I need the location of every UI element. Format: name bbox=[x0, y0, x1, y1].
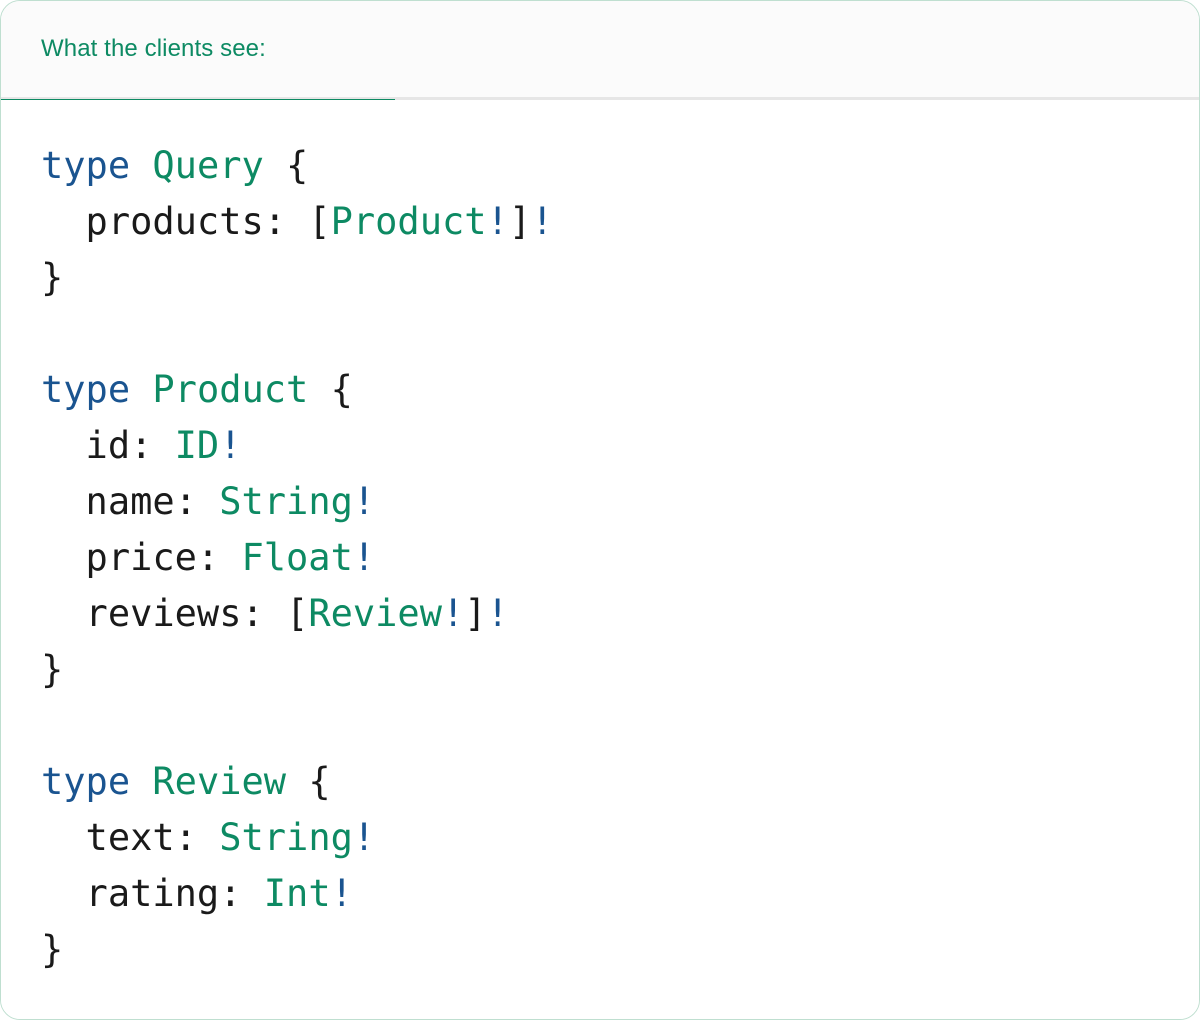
code-token: ! bbox=[352, 480, 376, 523]
code-token: type bbox=[41, 760, 131, 803]
code-token: { bbox=[308, 368, 353, 411]
code-token: products: [ bbox=[41, 200, 331, 243]
code-token: ! bbox=[330, 872, 353, 915]
tab-what-the-clients-see[interactable]: What the clients see: bbox=[1, 1, 395, 102]
code-token: ! bbox=[486, 592, 509, 635]
graphql-schema-code: type Query { products: [Product!]! } typ… bbox=[41, 138, 1199, 978]
code-token: reviews: [ bbox=[41, 592, 309, 635]
code-token: price: bbox=[41, 536, 242, 579]
code-token: Query bbox=[152, 144, 264, 187]
code-token: Float bbox=[241, 536, 353, 579]
code-token: ! bbox=[219, 424, 242, 467]
tab-label: What the clients see: bbox=[41, 35, 266, 62]
code-token: rating: bbox=[41, 872, 264, 915]
code-token: Product bbox=[152, 368, 309, 411]
tab-bar: What the clients see: bbox=[1, 1, 1199, 102]
code-token: ! bbox=[352, 816, 376, 859]
code-token: ! bbox=[352, 536, 376, 579]
code-token: } bbox=[41, 648, 64, 691]
code-token: ! bbox=[441, 592, 465, 635]
code-token: id: bbox=[41, 424, 175, 467]
code-token: Review bbox=[152, 760, 287, 803]
code-token: type bbox=[41, 368, 131, 411]
code-block[interactable]: type Query { products: [Product!]! } typ… bbox=[1, 100, 1199, 1019]
code-token: type bbox=[41, 144, 131, 187]
code-token: ] bbox=[508, 200, 532, 243]
code-token: text: bbox=[41, 816, 220, 859]
code-token: ] bbox=[464, 592, 487, 635]
code-token bbox=[130, 760, 152, 803]
code-token: { bbox=[263, 144, 309, 187]
code-token bbox=[130, 368, 152, 411]
code-token: } bbox=[41, 928, 64, 971]
code-token: name: bbox=[41, 480, 220, 523]
code-token: ID bbox=[174, 424, 220, 467]
code-token: ! bbox=[486, 200, 509, 243]
code-token: { bbox=[286, 760, 331, 803]
code-token: String bbox=[219, 480, 353, 523]
code-token: Review bbox=[308, 592, 442, 635]
code-token: Product bbox=[330, 200, 487, 243]
code-token: Int bbox=[263, 872, 331, 915]
code-token bbox=[130, 144, 152, 187]
code-token: String bbox=[219, 816, 353, 859]
code-token: ! bbox=[531, 200, 554, 243]
code-token: } bbox=[41, 256, 64, 299]
